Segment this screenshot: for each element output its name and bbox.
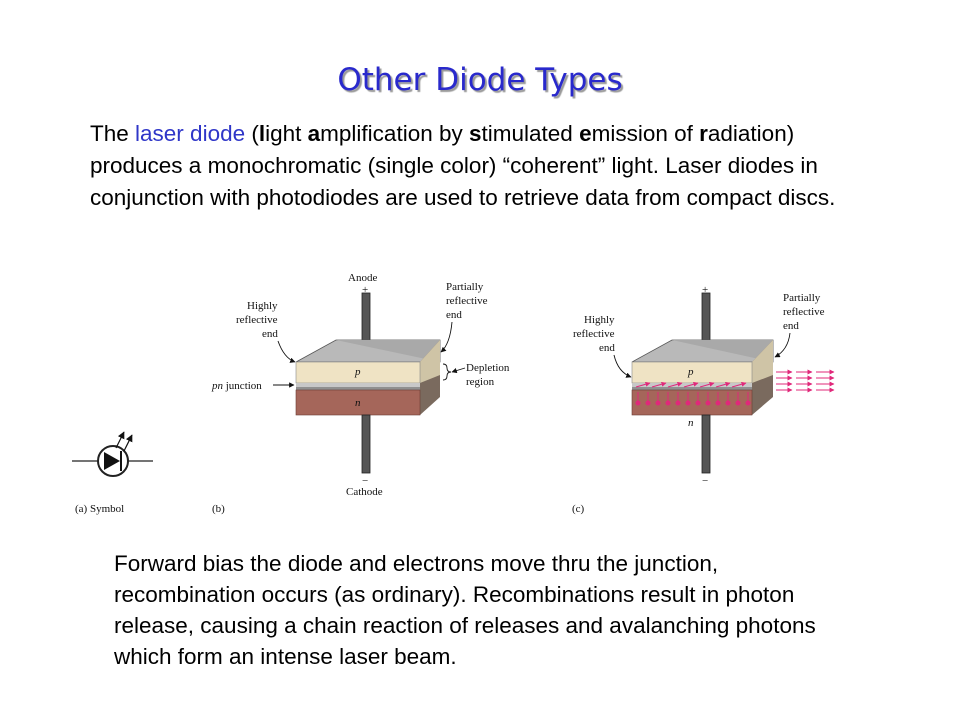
photon-emission xyxy=(635,381,751,406)
highly-reflective-label: end xyxy=(262,328,278,340)
pn-junction-label: pn junction xyxy=(211,380,262,392)
partially-reflective-label: end xyxy=(446,309,462,321)
acronym-letter: a xyxy=(307,121,321,146)
intro-laser-diode-term: laser diode xyxy=(135,121,246,146)
partially-reflective-label: Partially xyxy=(783,292,821,304)
explanation-paragraph: Forward bias the diode and electrons mov… xyxy=(114,551,816,669)
acronym-letter: s xyxy=(468,121,482,146)
intro-text: ight xyxy=(265,121,308,146)
depletion-region-label: region xyxy=(466,376,495,388)
slide-title: Other Diode Types xyxy=(337,62,623,98)
intro-text: mission of xyxy=(591,121,700,146)
diode-triangle-icon xyxy=(104,452,120,470)
highly-reflective-label: Highly xyxy=(584,314,615,326)
intro-text: timulated xyxy=(481,121,580,146)
highly-reflective-label: reflective xyxy=(573,328,615,340)
diode-symbol xyxy=(72,431,153,477)
light-out-arrow-icon xyxy=(115,431,125,449)
depletion-region-label: Depletion xyxy=(466,362,510,374)
anode-plus-sign: + xyxy=(362,284,368,296)
anode-plus-sign: + xyxy=(702,284,708,296)
acronym-letter: e xyxy=(579,121,592,146)
cathode-minus-sign: − xyxy=(702,475,708,487)
acronym-letter: l xyxy=(258,121,266,146)
partially-reflective-label: end xyxy=(783,320,799,332)
partially-reflective-label: reflective xyxy=(783,306,825,318)
highly-reflective-label: end xyxy=(599,342,615,354)
laser-diode-structure-b: p n Anode + − Cathode Highly reflective … xyxy=(211,272,510,498)
intro-text: mplification by xyxy=(320,121,469,146)
highly-reflective-label: reflective xyxy=(236,314,278,326)
acronym-letter: r xyxy=(699,121,708,146)
intro-text: The xyxy=(90,121,136,146)
anode-label: Anode xyxy=(348,272,377,284)
n-layer-label: n xyxy=(355,397,361,409)
partially-reflective-label: reflective xyxy=(446,295,488,307)
cathode-label: Cathode xyxy=(346,486,383,498)
subcaption-c: (c) xyxy=(572,503,585,515)
cathode-minus-sign: − xyxy=(362,475,368,487)
subcaption-b: (b) xyxy=(212,503,225,515)
n-layer-label: n xyxy=(688,417,694,429)
intro-text: adiation) produces a monochromatic (sing… xyxy=(90,121,836,210)
highly-reflective-label: Highly xyxy=(247,300,278,312)
partially-reflective-label: Partially xyxy=(446,281,484,293)
p-layer-label: p xyxy=(354,366,361,378)
subcaption-a: (a) Symbol xyxy=(75,503,124,515)
intro-paragraph: The laser diode (light amplification by … xyxy=(90,118,850,238)
laser-diode-structure-c: p n + − Highly reflective end Partially … xyxy=(573,284,835,487)
intro-text: ( xyxy=(245,121,259,146)
laser-beam xyxy=(776,369,835,393)
p-layer-label: p xyxy=(687,366,694,378)
light-out-arrow-icon xyxy=(123,434,133,452)
